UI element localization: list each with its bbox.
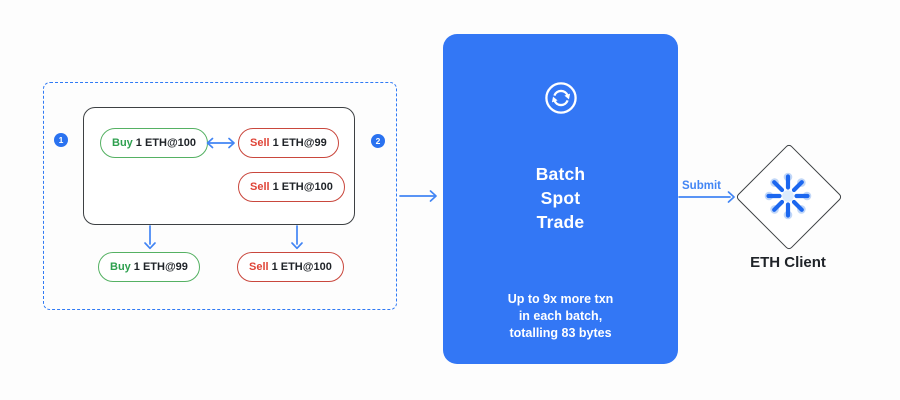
- order-match-box: [83, 107, 355, 225]
- step-badge-1: 1: [54, 133, 68, 147]
- step-badge-2: 2: [371, 134, 385, 148]
- submit-arrow: [678, 191, 735, 203]
- order-action: Buy: [112, 137, 133, 149]
- batch-note-line: in each batch,: [518, 309, 603, 323]
- order-pill-sell-99: Sell 1 ETH@99: [238, 128, 339, 158]
- order-pill-buy-99-result: Buy 1 ETH@99: [98, 252, 200, 282]
- order-action: Sell: [250, 137, 270, 149]
- batch-note-line: totalling 83 bytes: [509, 326, 612, 340]
- submit-arrow-label: Submit: [682, 180, 721, 192]
- order-pill-sell-100-result: Sell 1 ETH@100: [237, 252, 344, 282]
- eth-client-label: ETH Client: [750, 254, 826, 271]
- order-action: Buy: [110, 261, 131, 273]
- order-details: 1 ETH@99: [272, 137, 327, 149]
- mempool-to-batch-arrow: [399, 190, 437, 202]
- batch-box-title: Batch Spot Trade: [443, 162, 678, 234]
- batch-title-line: Spot: [540, 188, 581, 208]
- order-details: 1 ETH@100: [271, 261, 332, 273]
- order-pill-sell-100: Sell 1 ETH@100: [238, 172, 345, 202]
- batch-note-line: Up to 9x more txn: [507, 292, 614, 306]
- order-action: Sell: [249, 261, 269, 273]
- mempool-group-frame: [43, 82, 397, 310]
- sync-icon: [544, 82, 577, 114]
- order-pill-buy-100: Buy 1 ETH@100: [100, 128, 209, 158]
- batch-title-line: Batch: [535, 164, 586, 184]
- order-action: Sell: [250, 181, 270, 193]
- eth-burst-icon: [764, 172, 812, 220]
- batch-title-line: Trade: [536, 212, 585, 232]
- batch-box-note: Up to 9x more txn in each batch, totalli…: [443, 291, 678, 342]
- order-details: 1 ETH@99: [133, 261, 188, 273]
- batch-spot-trade-box: Batch Spot Trade Up to 9x more txn in ea…: [443, 34, 678, 364]
- order-details: 1 ETH@100: [272, 181, 333, 193]
- order-details: 1 ETH@100: [135, 137, 197, 149]
